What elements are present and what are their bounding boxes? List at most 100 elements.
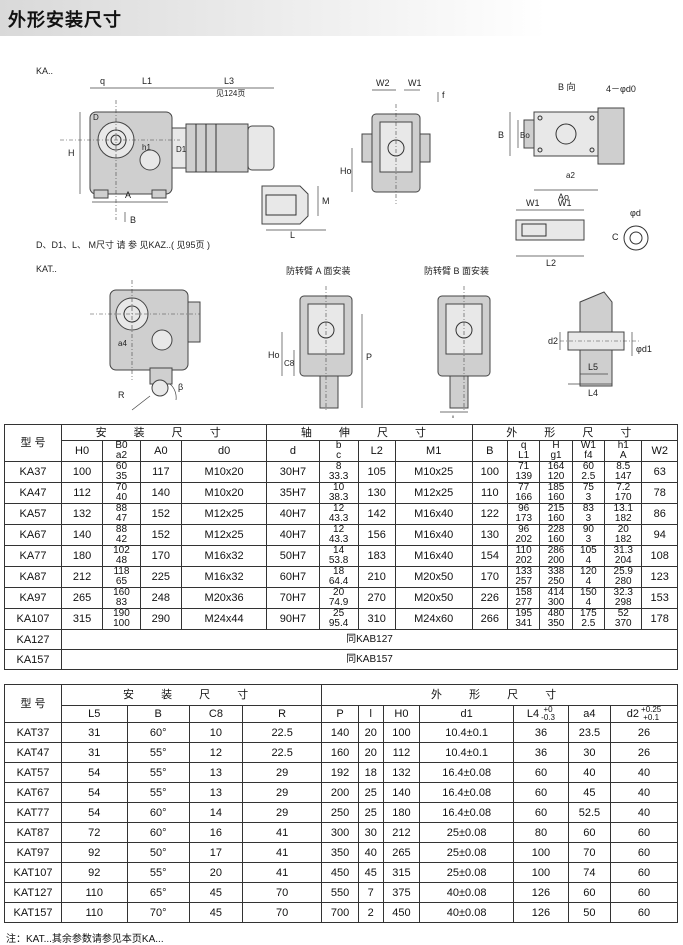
- value-cell: M20x50: [394, 587, 473, 609]
- value-cell: 30: [357, 822, 384, 843]
- value-cell: 250: [321, 802, 359, 823]
- value-cell: 25±0.08: [419, 822, 515, 843]
- value-cell: 110: [471, 482, 509, 504]
- kat-side-a: [281, 286, 363, 412]
- value-cell: 117: [139, 461, 182, 483]
- value-cell: 25±0.08: [419, 862, 515, 883]
- model-cell: KAT37: [4, 722, 62, 743]
- model-cell: KA37: [4, 461, 62, 483]
- model-header: 型 号: [4, 684, 62, 723]
- value-cell: 65°: [126, 882, 190, 903]
- b-view-label: B 向: [558, 81, 576, 92]
- col-header: d1: [419, 705, 515, 723]
- value-cell: 132: [60, 503, 104, 525]
- svg-text:A: A: [125, 190, 131, 200]
- key-detail: [515, 209, 649, 257]
- torque-arm-b: 防转臂 B 面安装: [424, 265, 489, 276]
- value-cell: 212: [60, 566, 104, 588]
- value-cell: 450: [382, 902, 421, 923]
- svg-text:B: B: [498, 130, 504, 140]
- value-cell: 105: [357, 461, 396, 483]
- value-cell: 20: [357, 722, 384, 743]
- value-cell: 265: [382, 842, 421, 863]
- value-cell: 450: [321, 862, 359, 883]
- value-cell: 70H7: [266, 587, 320, 609]
- value-cell: 26: [610, 742, 678, 763]
- value-cell: 50°: [126, 842, 190, 863]
- value-cell: M10x20: [180, 461, 268, 483]
- value-cell: 16.4±0.08: [419, 802, 515, 823]
- value-cell: 54: [61, 762, 128, 783]
- svg-text:Ho: Ho: [340, 166, 352, 176]
- value-cell: 266: [471, 608, 509, 630]
- col-header: C8: [188, 705, 244, 723]
- svg-text:a2: a2: [566, 171, 575, 180]
- same-as-cell: 同KAB127: [61, 629, 678, 650]
- value-cell: 25±0.08: [419, 842, 515, 863]
- l3-note: 见124页: [216, 89, 245, 98]
- value-cell: 26: [610, 722, 678, 743]
- value-cell: 142: [357, 503, 396, 525]
- value-cell: 72: [61, 822, 128, 843]
- value-cell: 126: [513, 902, 569, 923]
- value-cell: 60: [567, 882, 612, 903]
- same-as-cell: 同KAB157: [61, 649, 678, 670]
- svg-text:L3: L3: [224, 76, 234, 86]
- value-cell: 30H7: [266, 461, 320, 483]
- model-cell: KAT97: [4, 842, 62, 863]
- col-header: P: [321, 705, 359, 723]
- col-header: R: [242, 705, 323, 723]
- value-cell: 375: [382, 882, 421, 903]
- svg-text:C: C: [612, 232, 619, 242]
- value-cell: 25: [357, 782, 384, 803]
- value-cell: 170: [139, 545, 182, 567]
- value-cell: 13: [188, 762, 244, 783]
- value-cell: 60: [610, 842, 678, 863]
- value-cell: M10x25: [394, 461, 473, 483]
- value-cell: 226: [471, 587, 509, 609]
- svg-text:a4: a4: [118, 339, 127, 348]
- col-header: B: [126, 705, 190, 723]
- model-cell: KAT107: [4, 862, 62, 883]
- group-shaft: 轴 伸 尺 寸: [266, 424, 473, 441]
- value-cell: M24x44: [180, 608, 268, 630]
- svg-text:d2: d2: [548, 336, 558, 346]
- tolerance: +0-0.3: [541, 705, 555, 722]
- value-cell: 40H7: [266, 503, 320, 525]
- value-cell: 55°: [126, 742, 190, 763]
- svg-text:W2: W2: [376, 78, 390, 88]
- col-header: A0: [139, 440, 182, 462]
- value-cell: 54: [61, 782, 128, 803]
- value-cell: 270: [357, 587, 396, 609]
- model-cell: KA107: [4, 608, 62, 630]
- value-cell: 140: [60, 524, 104, 546]
- svg-text:l: l: [452, 414, 454, 418]
- model-cell: KA97: [4, 587, 62, 609]
- value-cell: 50H7: [266, 545, 320, 567]
- value-cell: 13: [188, 782, 244, 803]
- value-cell: 140: [382, 782, 421, 803]
- value-cell: 290: [139, 608, 182, 630]
- value-cell: 16.4±0.08: [419, 762, 515, 783]
- value-cell: 10.4±0.1: [419, 722, 515, 743]
- col-header: H0: [60, 440, 104, 462]
